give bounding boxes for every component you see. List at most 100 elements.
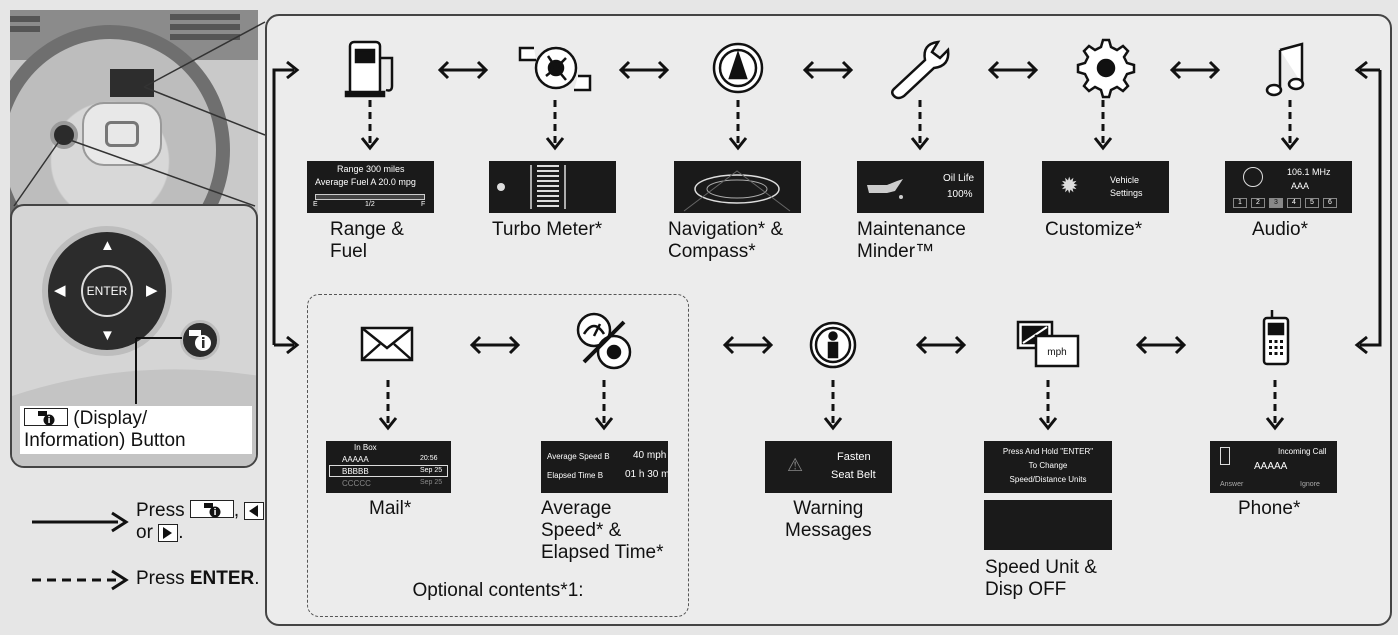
button-caption: (Display/ Information) Button xyxy=(20,406,252,454)
display-menu-frame xyxy=(265,14,1392,626)
preset-6: 6 xyxy=(1323,198,1337,208)
music-note-icon xyxy=(1265,42,1305,97)
gear-icon xyxy=(1076,38,1136,99)
label-line: Fuel xyxy=(330,241,367,262)
legend-period: . xyxy=(254,568,260,589)
oil-life-label: Oil Life xyxy=(943,173,975,184)
left-arrow-icon[interactable]: ◀ xyxy=(54,282,66,299)
dashed-arrow-icon xyxy=(32,569,129,591)
controller-closeup: ▲ ▼ ◀ ▶ ENTER (Display/ Information) But… xyxy=(10,204,258,468)
scale-half: 1/2 xyxy=(365,201,375,208)
label-line: Phone* xyxy=(1238,498,1301,519)
fuel-pump-icon xyxy=(344,40,394,98)
warning-line-2: Seat Belt xyxy=(831,469,876,481)
label-line: Messages xyxy=(785,520,872,541)
avg-speed-label: Average Speed B xyxy=(547,452,610,461)
ignore-option[interactable]: Ignore xyxy=(1300,481,1320,488)
range-fuel-screen: Range 300 miles Average Fuel A 20.0 mpg … xyxy=(307,161,434,213)
label-phone: Phone* xyxy=(1238,498,1300,520)
label-warning-messages: Warning Messages xyxy=(785,498,872,542)
solid-arrow-icon xyxy=(32,511,129,533)
oil-can-icon xyxy=(867,179,903,199)
display-off-screen xyxy=(984,500,1112,550)
avg-speed-value: 40 mph xyxy=(633,450,667,461)
enter-dashed-arrows xyxy=(360,100,1300,431)
preset-5: 5 xyxy=(1305,198,1319,208)
label-line: Disp OFF xyxy=(985,579,1067,600)
incoming-call-text: Incoming Call xyxy=(1278,447,1327,456)
envelope-icon xyxy=(360,326,414,362)
label-average-speed: Average Speed* & Elapsed Time* xyxy=(541,498,664,564)
label-line: Turbo Meter* xyxy=(492,219,603,240)
label-line: Elapsed Time* xyxy=(541,542,664,563)
preset-3: 3 xyxy=(1269,198,1283,208)
label-line: Compass* xyxy=(668,241,756,262)
caption-line-2: Information) Button xyxy=(24,430,186,451)
phone-screen: Incoming Call AAAAA Answer Ignore xyxy=(1210,441,1337,493)
label-speed-unit: Speed Unit & Disp OFF xyxy=(985,557,1097,601)
label-line: Mail* xyxy=(369,498,412,519)
legend-press-text: Press xyxy=(136,500,185,521)
label-maintenance-minder: Maintenance Minder™ xyxy=(857,219,966,263)
steering-wheel-illustration xyxy=(10,10,258,250)
compass-icon xyxy=(712,42,764,94)
turbo-icon xyxy=(518,46,592,92)
frequency: 106.1 MHz xyxy=(1287,167,1331,177)
label-line: Range & xyxy=(330,219,404,240)
caption-line-1: (Display/ xyxy=(73,408,148,429)
label-mail: Mail* xyxy=(369,498,411,520)
radio-dial-icon xyxy=(1243,167,1263,187)
mail-selected-row xyxy=(329,465,448,477)
seatbelt-icon: ⚠ xyxy=(787,455,804,475)
legend-enter-key: ENTER xyxy=(189,568,255,589)
mail-sender-2: BBBBB xyxy=(342,467,369,476)
display-info-key-icon xyxy=(24,408,68,426)
warning-line-1: Fasten xyxy=(837,451,871,463)
label-line: Audio* xyxy=(1252,219,1308,240)
turbo-meter-screen xyxy=(489,161,616,213)
speed-unit-icon: mph xyxy=(1016,320,1080,368)
mail-screen: In Box AAAAA 20:56 BBBBB Sep 25 CCCCC Se… xyxy=(326,441,451,493)
scale-empty: E xyxy=(313,201,318,208)
display-info-button[interactable] xyxy=(180,320,220,360)
legend-solid-arrow: Press , , or . xyxy=(32,500,272,550)
avg-fuel-value: Average Fuel A 20.0 mpg xyxy=(315,177,416,187)
station-name: AAA xyxy=(1291,181,1310,191)
elapsed-time-value: 01 h 30 m xyxy=(625,469,668,480)
optional-contents-label: Optional contents*1: xyxy=(412,580,584,601)
range-value: Range 300 miles xyxy=(337,164,405,174)
audio-screen: 106.1 MHz AAA 1 2 3 4 5 6 xyxy=(1225,161,1352,213)
directional-pad[interactable]: ▲ ▼ ◀ ▶ ENTER xyxy=(42,226,172,356)
label-line: Maintenance xyxy=(857,219,966,240)
row2-arrows xyxy=(469,335,1187,355)
label-turbo-meter: Turbo Meter* xyxy=(492,219,602,241)
enter-button[interactable]: ENTER xyxy=(81,265,133,317)
average-speed-screen: Average Speed B 40 mph Elapsed Time B 01… xyxy=(541,441,668,493)
label-audio: Audio* xyxy=(1252,219,1308,241)
wheel-hub-logo xyxy=(82,102,162,166)
left-key-icon xyxy=(244,502,265,520)
mail-sender-1: AAAAA xyxy=(342,455,369,464)
label-navigation-compass: Navigation* & Compass* xyxy=(668,219,783,263)
up-arrow-icon[interactable]: ▲ xyxy=(100,237,115,254)
label-line: Speed* & xyxy=(541,520,622,541)
loop-left-connector xyxy=(272,68,294,345)
customize-line-2: Settings xyxy=(1110,188,1143,198)
down-arrow-icon[interactable]: ▼ xyxy=(100,327,115,344)
answer-option[interactable]: Answer xyxy=(1220,481,1244,488)
right-arrow-icon[interactable]: ▶ xyxy=(146,282,158,299)
label-customize: Customize* xyxy=(1045,219,1142,241)
fuel-gauge-bar xyxy=(315,194,425,200)
right-key-icon xyxy=(158,524,179,542)
mobile-icon xyxy=(1220,447,1230,465)
speed-timer-icon xyxy=(576,312,632,370)
legend-press-enter-text: Press xyxy=(136,568,185,589)
info-circle-icon xyxy=(809,321,857,369)
multi-info-display xyxy=(110,69,154,97)
maintenance-screen: Oil Life 100% xyxy=(857,161,984,213)
mail-sender-3: CCCCC xyxy=(342,479,371,488)
preset-2: 2 xyxy=(1251,198,1265,208)
speed-unit-line-1: Press And Hold "ENTER" xyxy=(1002,447,1094,456)
elapsed-time-label: Elapsed Time B xyxy=(547,471,604,480)
